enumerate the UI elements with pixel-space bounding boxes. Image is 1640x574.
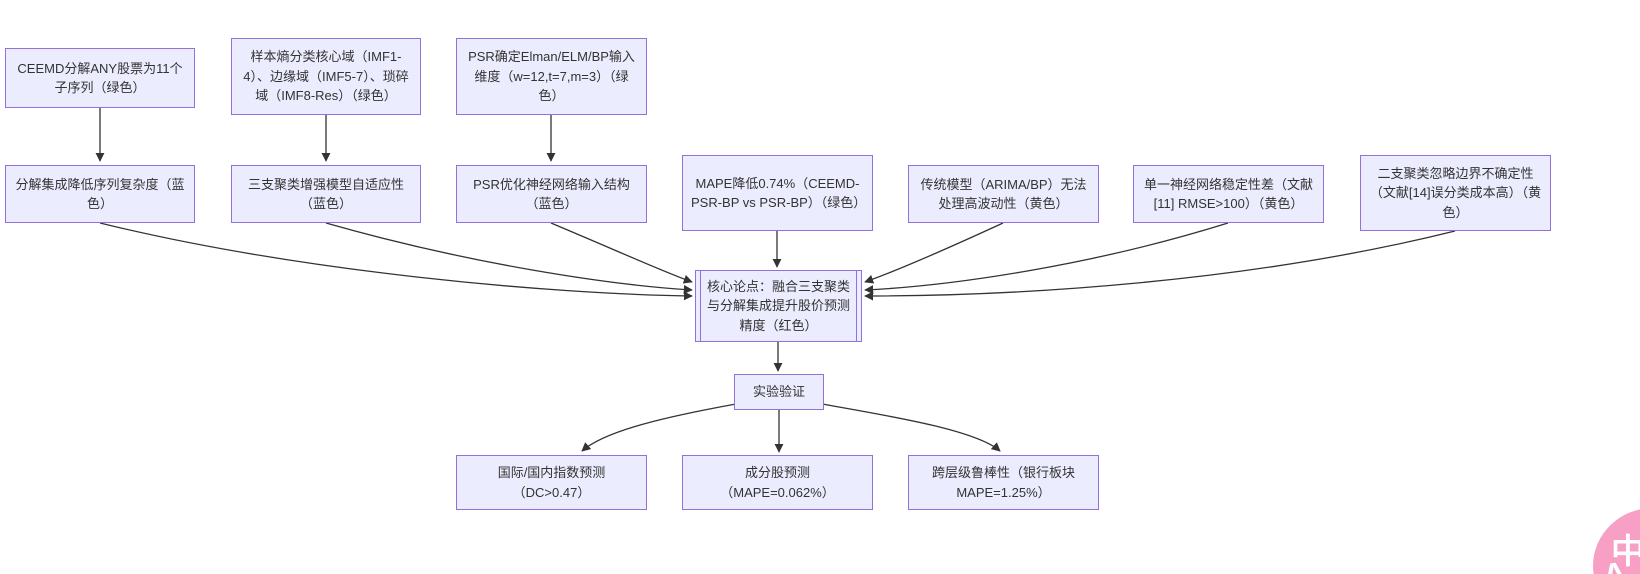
node-label: 样本熵分类核心域（IMF1-4）、边缘域（IMF5-7）、琐碎域（IMF8-Re…	[243, 49, 409, 104]
translate-fab-button[interactable]: 中 A	[1593, 508, 1640, 574]
edge-psrstructure-to-core	[550, 222, 693, 284]
node-label: 分解集成降低序列复杂度（蓝色）	[15, 176, 185, 212]
chinese-glyph: 中	[1611, 533, 1640, 571]
node-mape-improvement: MAPE降低0.74%（CEEMD-PSR-BP vs PSR-BP）（绿色）	[682, 155, 873, 231]
node-label: 传统模型（ARIMA/BP）无法处理高波动性（黄色）	[920, 176, 1087, 212]
node-label: 实验验证	[752, 384, 805, 400]
node-label: 跨层级鲁棒性（银行板块 MAPE=1.25%）	[931, 465, 1075, 500]
node-label: 单一神经网络稳定性差（文献[11] RMSE>100）（黄色）	[1143, 176, 1313, 212]
node-psr-input-dim: PSR确定Elman/ELM/BP输入维度（w=12,t=7,m=3）（绿色）	[456, 38, 647, 115]
node-robustness: 跨层级鲁棒性（银行板块 MAPE=1.25%）	[908, 455, 1099, 510]
node-label: PSR优化神经网络输入结构（蓝色）	[473, 176, 630, 212]
node-label: PSR确定Elman/ELM/BP输入维度（w=12,t=7,m=3）（绿色）	[468, 49, 635, 104]
edge-singlenn-to-core	[864, 222, 1229, 295]
node-label: 核心论点：融合三支聚类与分解集成提升股价预测精度（红色）	[706, 278, 850, 333]
edge-threeway-to-core	[325, 222, 693, 295]
edge-complexity-to-core	[99, 222, 693, 301]
node-label: CEEMD分解ANY股票为11个子序列（绿色）	[17, 60, 183, 96]
node-constituent-prediction: 成分股预测（MAPE=0.062%）	[682, 455, 873, 510]
node-traditional-model: 传统模型（ARIMA/BP）无法处理高波动性（黄色）	[908, 165, 1099, 223]
edge-experiment-to-index	[581, 403, 737, 452]
node-experiment: 实验验证	[734, 374, 824, 410]
node-ceemd: CEEMD分解ANY股票为11个子序列（绿色）	[5, 48, 195, 108]
node-label: 国际/国内指数预测（DC>0.47）	[497, 465, 606, 500]
node-psr-structure: PSR优化神经网络输入结构（蓝色）	[456, 165, 647, 223]
node-single-nn: 单一神经网络稳定性差（文献[11] RMSE>100）（黄色）	[1133, 165, 1324, 223]
node-two-way-clustering: 二支聚类忽略边界不确定性（文献[14]误分类成本高）（黄色）	[1360, 155, 1551, 231]
node-label: 成分股预测（MAPE=0.062%）	[720, 465, 835, 500]
edge-twoway-to-core	[864, 230, 1456, 301]
node-sample-entropy: 样本熵分类核心域（IMF1-4）、边缘域（IMF5-7）、琐碎域（IMF8-Re…	[231, 38, 421, 115]
node-index-prediction: 国际/国内指数预测（DC>0.47）	[456, 455, 647, 510]
edge-experiment-to-robustness	[821, 403, 1001, 452]
node-label: 三支聚类增强模型自适应性（蓝色）	[247, 176, 404, 212]
node-label: 二支聚类忽略边界不确定性（文献[14]误分类成本高）（黄色）	[1369, 165, 1542, 220]
edge-traditional-to-core	[864, 222, 1004, 284]
node-core-thesis: 核心论点：融合三支聚类与分解集成提升股价预测精度（红色）	[695, 270, 862, 342]
node-three-way-clustering: 三支聚类增强模型自适应性（蓝色）	[231, 165, 421, 223]
node-decomposition-complexity: 分解集成降低序列复杂度（蓝色）	[5, 165, 195, 223]
node-label: MAPE降低0.74%（CEEMD-PSR-BP vs PSR-BP）（绿色）	[691, 175, 867, 211]
